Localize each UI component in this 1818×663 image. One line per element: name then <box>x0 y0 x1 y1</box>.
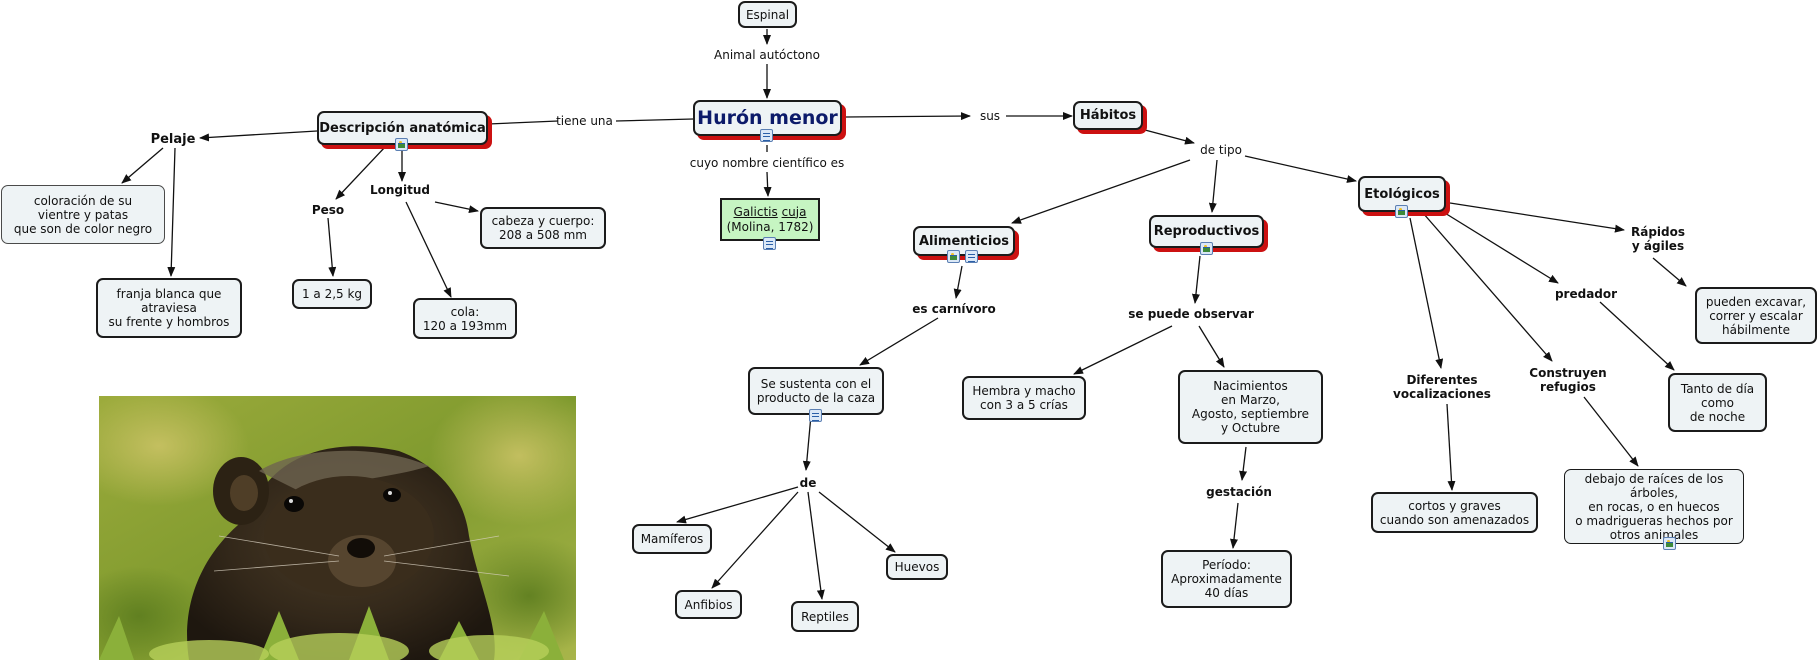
node-tanto-dia[interactable]: Tanto de día como de noche <box>1668 373 1767 432</box>
node-huevos[interactable]: Huevos <box>886 554 948 580</box>
node-es-carnivoro[interactable]: es carnívoro <box>912 302 996 316</box>
node-espinal[interactable]: Espinal <box>738 1 797 28</box>
image-resource-icon[interactable] <box>395 138 408 151</box>
node-nombre-cientifico[interactable]: Galictis cuja (Molina, 1782) <box>720 198 820 241</box>
genus-text: Galictis <box>733 204 778 219</box>
node-peso-valor[interactable]: 1 a 2,5 kg <box>292 279 372 309</box>
node-franja-blanca[interactable]: franja blanca que atraviesa su frente y … <box>96 278 242 338</box>
node-alimenticios[interactable]: Alimenticios <box>913 226 1015 256</box>
image-resource-icon[interactable] <box>947 250 960 263</box>
node-cola[interactable]: cola: 120 a 193mm <box>413 298 517 339</box>
node-anfibios[interactable]: Anfibios <box>675 590 742 619</box>
node-hembra-macho[interactable]: Hembra y macho con 3 a 5 crías <box>962 376 1086 420</box>
node-reptiles[interactable]: Reptiles <box>791 601 859 632</box>
node-cortos-graves[interactable]: cortos y graves cuando son amenazados <box>1371 492 1538 533</box>
link-label-tiene-una: tiene una <box>556 114 613 128</box>
image-resource-icon[interactable] <box>1395 205 1408 218</box>
node-peso[interactable]: Peso <box>311 203 345 217</box>
node-longitud[interactable]: Longitud <box>369 183 430 197</box>
node-diferentes-vocalizaciones[interactable]: Diferentes vocalizaciones <box>1393 373 1491 401</box>
node-se-puede-observar[interactable]: se puede observar <box>1128 307 1254 321</box>
node-periodo[interactable]: Período: Aproximadamente 40 días <box>1161 550 1292 608</box>
node-de[interactable]: de <box>799 476 817 490</box>
node-habitos[interactable]: Hábitos <box>1073 101 1143 130</box>
node-reproductivos[interactable]: Reproductivos <box>1149 215 1264 248</box>
document-resource-icon[interactable] <box>760 129 773 142</box>
node-se-sustenta[interactable]: Se sustenta con el producto de la caza <box>748 367 884 415</box>
node-coloracion[interactable]: coloración de su vientre y patas que son… <box>1 185 165 244</box>
image-resource-icon[interactable] <box>1663 537 1676 550</box>
author-text: (Molina, 1782) <box>726 219 814 234</box>
link-label-cuyo-nombre: cuyo nombre científico es <box>689 156 845 170</box>
node-cabeza-cuerpo[interactable]: cabeza y cuerpo: 208 a 508 mm <box>480 207 606 249</box>
species-text: cuja <box>781 204 807 219</box>
document-resource-icon[interactable] <box>763 237 776 250</box>
node-pelaje[interactable]: Pelaje <box>150 131 196 147</box>
node-debajo-raices[interactable]: debajo de raíces de los árboles, en roca… <box>1564 469 1744 544</box>
node-predador[interactable]: predador <box>1554 287 1618 301</box>
document-resource-icon[interactable] <box>809 409 822 422</box>
node-construyen-refugios[interactable]: Construyen refugios <box>1529 366 1607 394</box>
node-nacimientos[interactable]: Nacimientos en Marzo, Agosto, septiembre… <box>1178 370 1323 444</box>
node-pueden-excavar[interactable]: pueden excavar, correr y escalar hábilme… <box>1695 287 1817 344</box>
document-resource-icon[interactable] <box>965 250 978 263</box>
link-label-animal-autoctono: Animal autóctono <box>714 48 820 62</box>
node-huron-menor[interactable]: Hurón menor <box>693 100 842 136</box>
link-label-de-tipo: de tipo <box>1200 143 1242 157</box>
image-resource-icon[interactable] <box>1200 242 1213 255</box>
huron-photo <box>99 396 576 660</box>
link-label-sus: sus <box>979 109 1001 123</box>
node-gestacion[interactable]: gestación <box>1206 485 1272 499</box>
node-rapidos-agiles[interactable]: Rápidos y ágiles <box>1630 225 1686 253</box>
node-mamiferos[interactable]: Mamíferos <box>632 524 712 554</box>
